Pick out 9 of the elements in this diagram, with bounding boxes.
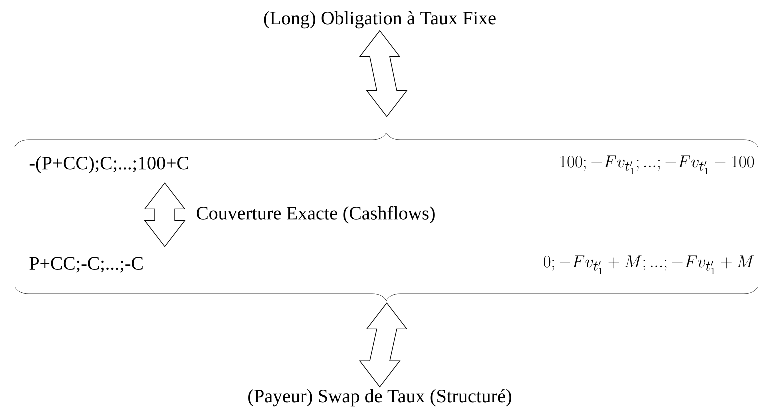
double-arrow <box>144 182 186 248</box>
cashflow-formula: $0; -Fv_{t'_1} + M; ...; -Fv_{t'_1} + M$ <box>544 256 754 274</box>
edge-label: Couverture Exacte (Cashflows) <box>197 206 435 224</box>
caption-text: (Long) Obligation à Taux Fixe <box>264 11 496 29</box>
cashflow-text: P+CC;-C;...;-C <box>30 257 143 273</box>
caption-text: (Payeur) Swap de Taux (Structuré) <box>248 389 512 407</box>
cashflow-text: -(P+CC);C;...;100+C <box>30 156 188 174</box>
cashflow-formula: $100; -Fv_{t'_1}; ...; -Fv_{t'_1} - 100$ <box>560 156 754 174</box>
double-arrow <box>359 302 408 388</box>
